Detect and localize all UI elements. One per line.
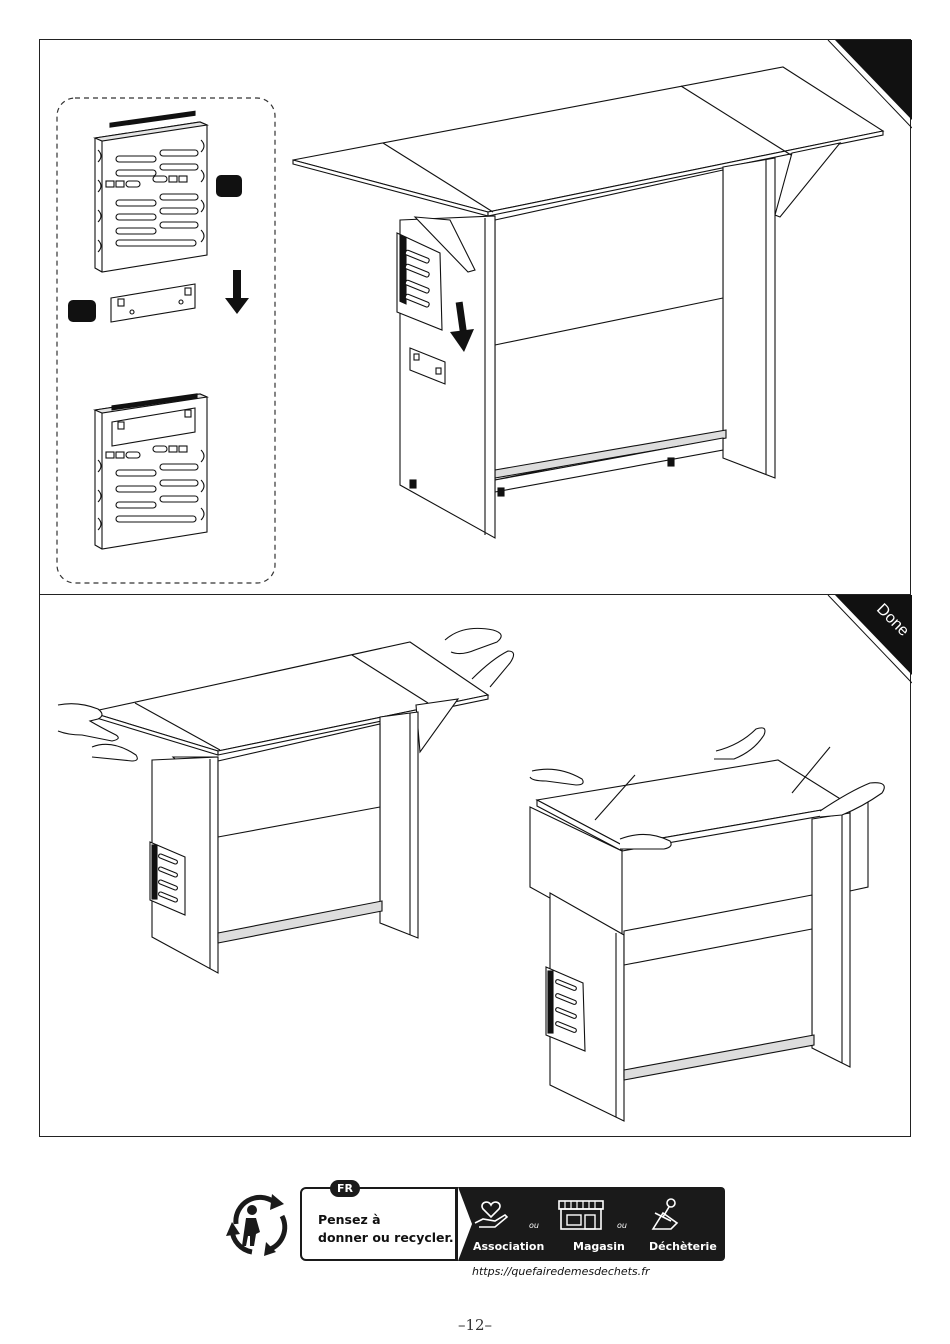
assembly-illustration-top <box>40 40 912 596</box>
or-separator-1: ou <box>529 1221 539 1230</box>
heart-hand-icon <box>471 1197 511 1231</box>
recycling-url-link[interactable]: https://quefairedemesdechets.fr <box>472 1265 650 1278</box>
panel-arrow-notch <box>458 1187 472 1261</box>
category-magasin: Magasin <box>573 1240 625 1253</box>
wall-bracket <box>111 284 195 322</box>
rack-upper <box>95 111 207 272</box>
country-badge: FR <box>330 1180 360 1197</box>
table-wings-folded <box>530 728 884 1121</box>
pensez-message: Pensez à donner ou recycler. <box>318 1211 454 1247</box>
assembly-step-bottom-panel: Done <box>39 594 911 1137</box>
assembly-illustration-bottom: Done <box>40 595 912 1138</box>
rack-assembled <box>95 394 207 549</box>
category-decheterie: Déchèterie <box>649 1240 717 1253</box>
category-association: Association <box>473 1240 544 1253</box>
page-number: –12– <box>0 1316 950 1334</box>
table-wings-raised <box>58 628 514 973</box>
assembly-step-top-panel <box>39 39 911 595</box>
pensez-message-box: FR Pensez à donner ou recycler. <box>300 1187 460 1261</box>
pensez-line-1: Pensez à <box>318 1211 454 1229</box>
recycling-info-block: FR Pensez à donner ou recycler. ou ou As… <box>222 1180 728 1280</box>
disposal-options-panel: ou ou Association Magasin Déchèterie <box>455 1187 725 1261</box>
down-arrow-icon <box>225 270 249 314</box>
table-with-rack <box>293 67 883 538</box>
part-label-badge-2 <box>68 300 96 322</box>
or-separator-2: ou <box>617 1221 627 1230</box>
waste-disposal-icon <box>645 1197 685 1231</box>
part-label-badge-1 <box>216 175 242 197</box>
pensez-line-2: donner ou recycler. <box>318 1229 454 1247</box>
triman-recycling-icon <box>222 1184 296 1264</box>
shop-icon <box>555 1197 607 1231</box>
